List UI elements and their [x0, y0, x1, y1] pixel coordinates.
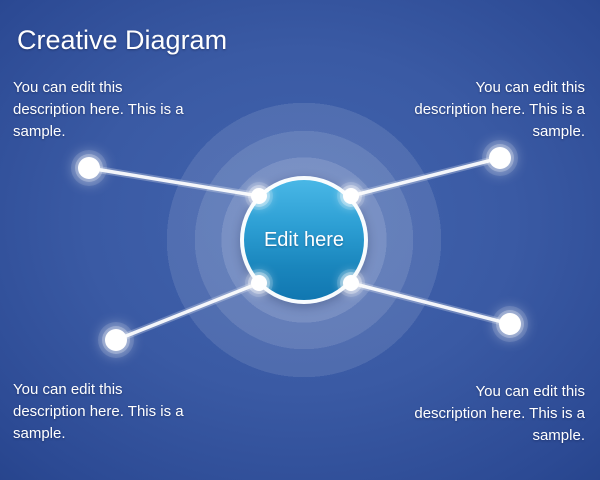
- center-circle-label: Edit here: [263, 229, 345, 251]
- callout-top-left[interactable]: You can edit this description here. This…: [13, 79, 184, 140]
- callout-bottom-right[interactable]: You can edit this description here. This…: [414, 383, 585, 444]
- node-bottom-left[interactable]: [105, 329, 127, 351]
- node-top-left[interactable]: [78, 157, 100, 179]
- node-bottom-right[interactable]: [499, 313, 521, 335]
- connector-bottom-right: [347, 279, 514, 328]
- anchor-dot-top-left: [251, 188, 267, 204]
- anchor-dot-top-right: [343, 188, 359, 204]
- anchor-dot-bottom-right: [343, 275, 359, 291]
- node-top-right[interactable]: [489, 147, 511, 169]
- connector-bottom-left: [112, 279, 263, 344]
- connector-top-right: [347, 154, 504, 200]
- callout-top-right[interactable]: You can edit this description here. This…: [414, 79, 585, 140]
- anchor-dot-bottom-left: [251, 275, 267, 291]
- slide-title[interactable]: Creative Diagram: [17, 25, 228, 55]
- connector-top-left: [85, 164, 263, 200]
- callout-bottom-left[interactable]: You can edit this description here. This…: [13, 381, 184, 442]
